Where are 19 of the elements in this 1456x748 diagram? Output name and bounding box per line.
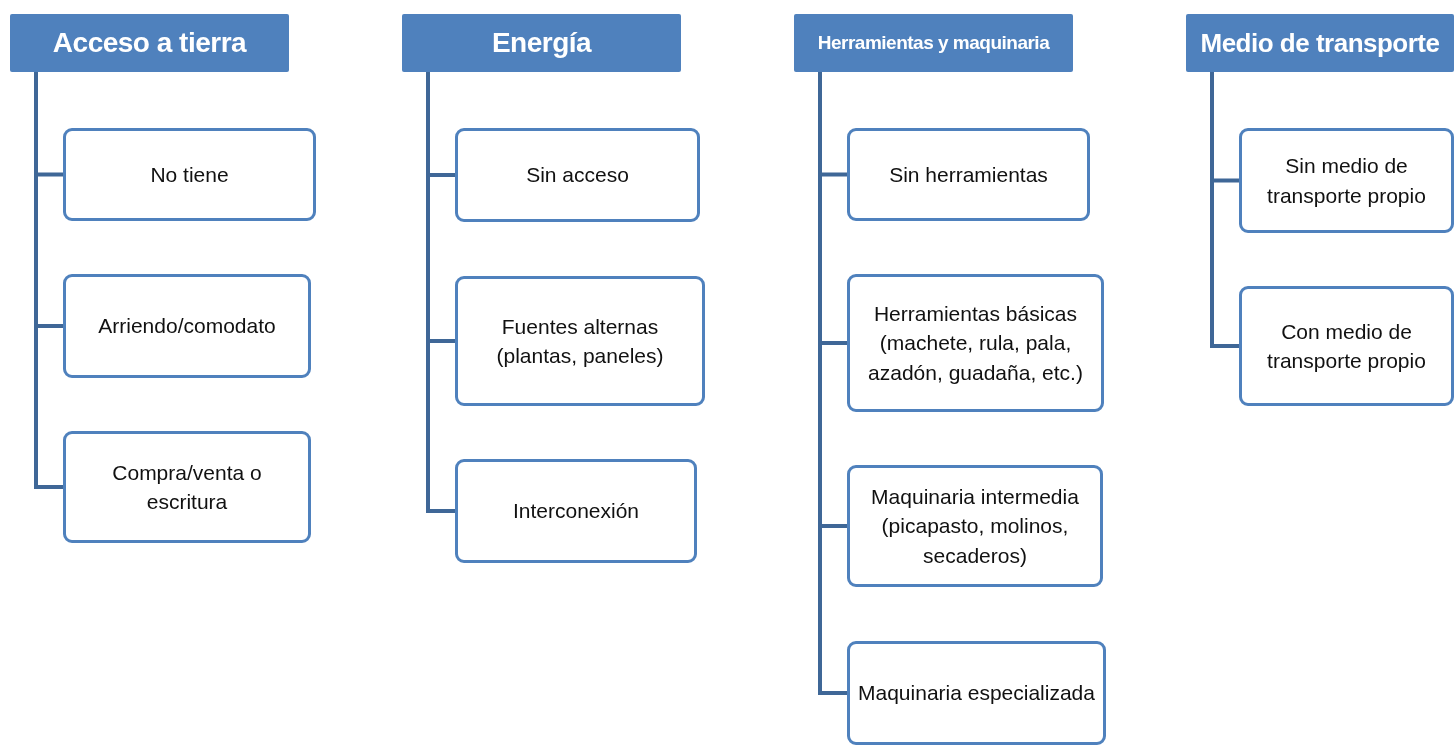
category-header: Medio de transporte xyxy=(1186,14,1454,72)
option-box: No tiene xyxy=(63,128,316,221)
option-box: Con medio de transporte propio xyxy=(1239,286,1454,406)
option-box: Maquinaria especializada xyxy=(847,641,1106,745)
option-box: Sin medio de transporte propio xyxy=(1239,128,1454,233)
option-box: Sin herramientas xyxy=(847,128,1090,221)
option-box: Interconexión xyxy=(455,459,697,563)
category-header: Acceso a tierra xyxy=(10,14,289,72)
option-box: Compra/venta o escritura xyxy=(63,431,311,543)
option-box: Sin acceso xyxy=(455,128,700,222)
category-header: Herramientas y maquinaria xyxy=(794,14,1073,72)
category-header: Energía xyxy=(402,14,681,72)
option-box: Fuentes alternas (plantas, paneles) xyxy=(455,276,705,406)
option-box: Herramientas básicas (machete, rula, pala, azadón, guadaña, etc.) xyxy=(847,274,1104,412)
connector-line xyxy=(426,72,455,513)
connector-line xyxy=(1210,72,1239,348)
option-box: Maquinaria intermedia (picapasto, molinos, secaderos) xyxy=(847,465,1103,587)
connector-line xyxy=(34,72,63,489)
option-box: Arriendo/comodato xyxy=(63,274,311,378)
